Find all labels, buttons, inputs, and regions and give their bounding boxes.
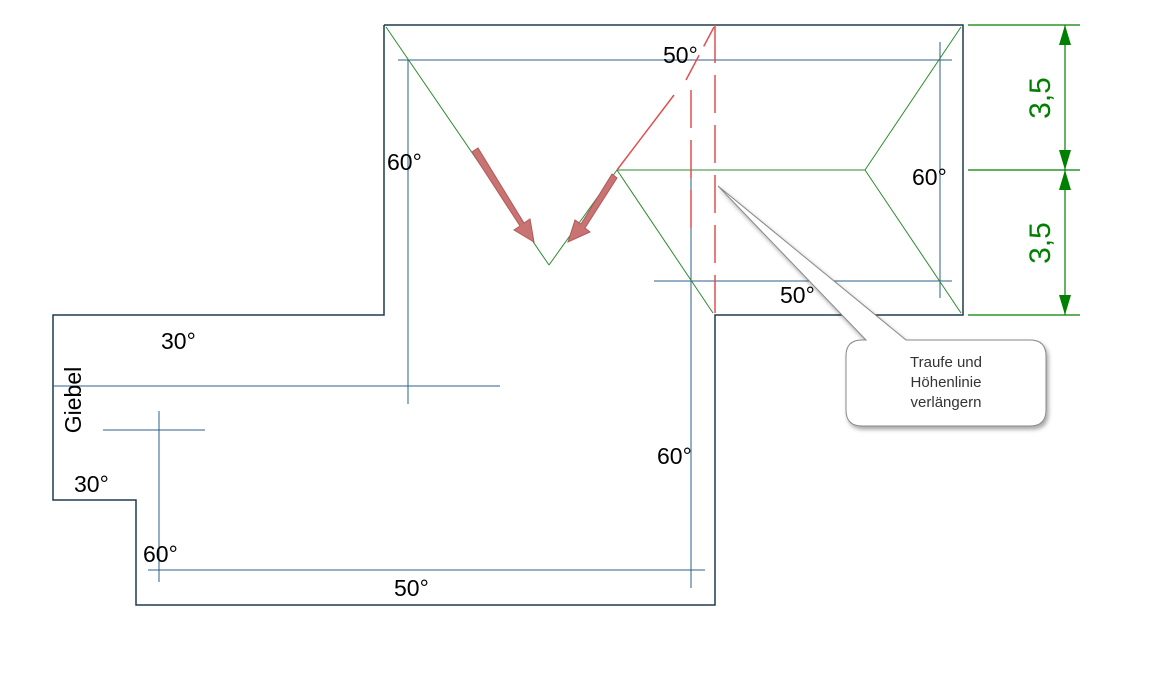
ridge-lines <box>385 26 962 314</box>
red-diagonal <box>616 94 675 171</box>
angle-label-lower-left: 30° <box>74 471 109 497</box>
dimension-label-upper: 3,5 <box>1024 77 1057 119</box>
callout-line-3: verlängern <box>910 394 982 411</box>
angle-label-mid-right: 50° <box>780 282 815 308</box>
red-helper-lines <box>616 25 716 315</box>
construction-lines <box>53 42 952 588</box>
hip-right-bottom <box>864 169 962 314</box>
dimension-label-lower: 3,5 <box>1024 222 1057 264</box>
angle-label-right: 60° <box>912 164 947 190</box>
dimension-lines <box>968 24 1080 316</box>
angle-label-bottom-left: 60° <box>143 541 178 567</box>
angle-label-left: 30° <box>161 328 196 354</box>
callout-text: Traufe und Höhenlinie verlängern <box>846 340 1046 426</box>
arrow-right-icon <box>567 173 618 243</box>
arrow-left-icon <box>471 147 535 243</box>
building-outline <box>52 24 964 606</box>
gable-label: Giebel <box>60 366 86 434</box>
angle-label-top-right: 50° <box>663 42 698 68</box>
angle-label-center: 60° <box>657 443 692 469</box>
hip-right-top <box>864 26 962 171</box>
valley-line <box>616 169 714 314</box>
dimension-arrow-icon <box>1059 25 1071 315</box>
angle-label-bottom: 50° <box>394 575 429 601</box>
callout-line-1: Traufe und <box>910 354 982 371</box>
angle-label-top-left: 60° <box>387 149 422 175</box>
callout-bubble <box>717 185 1047 427</box>
callout-line-2: Höhenlinie <box>910 374 982 391</box>
